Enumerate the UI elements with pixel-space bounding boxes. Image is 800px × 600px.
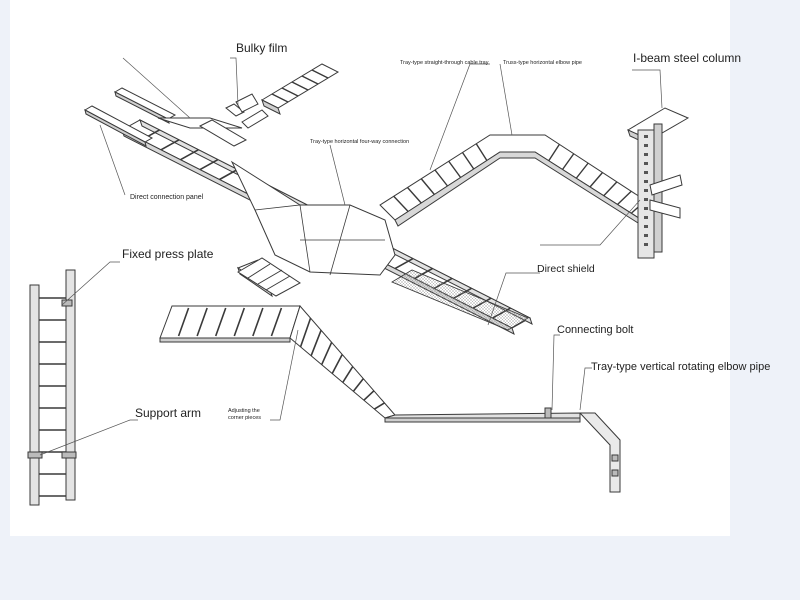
top-left-pieces (83, 63, 340, 147)
label-truss-elbow: Truss-type horizontal elbow pipe (503, 60, 582, 66)
i-beam-steel-column (626, 107, 690, 259)
label-adjusting-2: corner pieces (228, 415, 261, 421)
label-ibeam: I-beam steel column (633, 51, 741, 65)
label-direct-panel: Direct connection panel (130, 194, 204, 201)
direct-shield (391, 269, 529, 331)
left-vertical-ladder (27, 269, 77, 506)
label-bulky-film: Bulky film (236, 41, 287, 55)
upper-right-ladder (379, 134, 661, 230)
label-fixed-plate: Fixed press plate (122, 247, 214, 261)
label-adjusting-1: Adjusting the (228, 408, 260, 414)
leader-lines (39, 57, 663, 456)
label-connecting-bolt: Connecting bolt (557, 324, 633, 336)
label-direct-shield: Direct shield (537, 263, 595, 275)
label-support-arm: Support arm (135, 406, 201, 420)
four-way-lower-branch (237, 257, 301, 297)
label-tray-straight: Tray-type straight-through cable tray (400, 60, 489, 66)
labels: Bulky film Tray-type straight-through ca… (122, 41, 770, 421)
lower-ladder-run (159, 304, 621, 493)
label-vertical-elbow: Tray-type vertical rotating elbow pipe (591, 361, 770, 373)
label-four-way: Tray-type horizontal four-way connection (310, 139, 409, 145)
